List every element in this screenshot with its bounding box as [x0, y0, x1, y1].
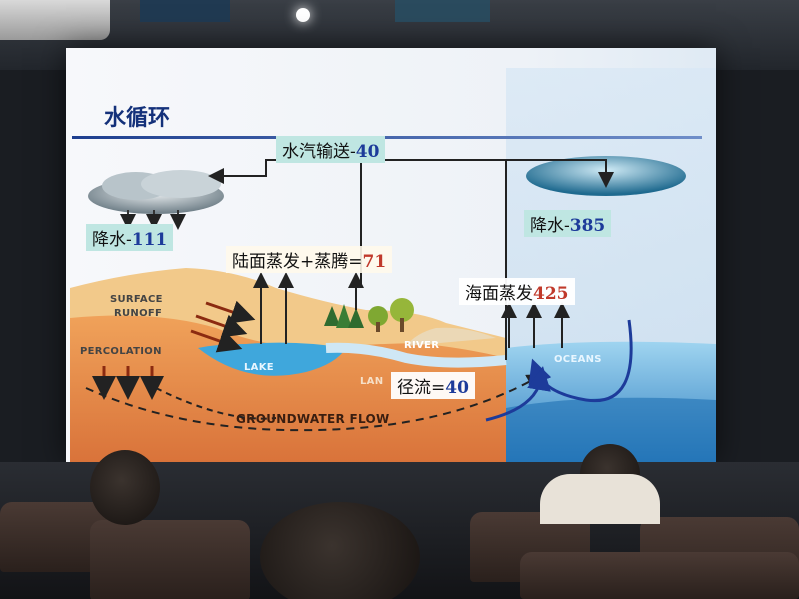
seat [520, 552, 799, 599]
projection-screen: 水循环 水汽输送-40 降水-111 降水-385 陆面蒸发+蒸腾=71 海面蒸… [66, 48, 716, 462]
groundwater-flow-text: GROUNDWATER FLOW [236, 412, 390, 426]
audience-head [260, 502, 420, 599]
ceiling-banner [140, 0, 230, 22]
water-cycle-diagram [70, 156, 716, 462]
lake-text: LAKE [244, 362, 274, 373]
projector [0, 0, 110, 40]
surface-runoff-text: SURFACE [110, 294, 163, 305]
runoff-label: 径流=40 [391, 372, 475, 399]
river-text: RIVER [404, 340, 440, 351]
oceans-text: OCEANS [554, 354, 602, 365]
vapor-transport-label: 水汽输送-40 [276, 136, 386, 163]
river [325, 342, 507, 368]
groundwater-arrow [85, 374, 543, 432]
land-text: LAN [360, 376, 384, 387]
audience-shirt [540, 474, 660, 524]
surface-runoff-text-2: RUNOFF [114, 308, 163, 319]
ceiling-light [296, 8, 310, 22]
vapor-transport-arrow [208, 159, 507, 360]
audience-head [90, 450, 160, 525]
land-precipitation-label: 降水-111 [86, 224, 174, 251]
seat [90, 520, 250, 599]
ocean-precipitation-label: 降水-385 [524, 210, 612, 237]
title-underline [72, 136, 702, 139]
soil-layer [70, 315, 526, 462]
land-evaporation-label: 陆面蒸发+蒸腾=71 [226, 246, 393, 273]
trees [324, 298, 414, 332]
slide-title: 水循环 [104, 106, 171, 131]
audience-area [0, 444, 799, 599]
ceiling-banner [395, 0, 490, 22]
sea-evaporation-label: 海面蒸发425 [459, 278, 575, 305]
percolation-text: PERCOLATION [80, 346, 162, 357]
